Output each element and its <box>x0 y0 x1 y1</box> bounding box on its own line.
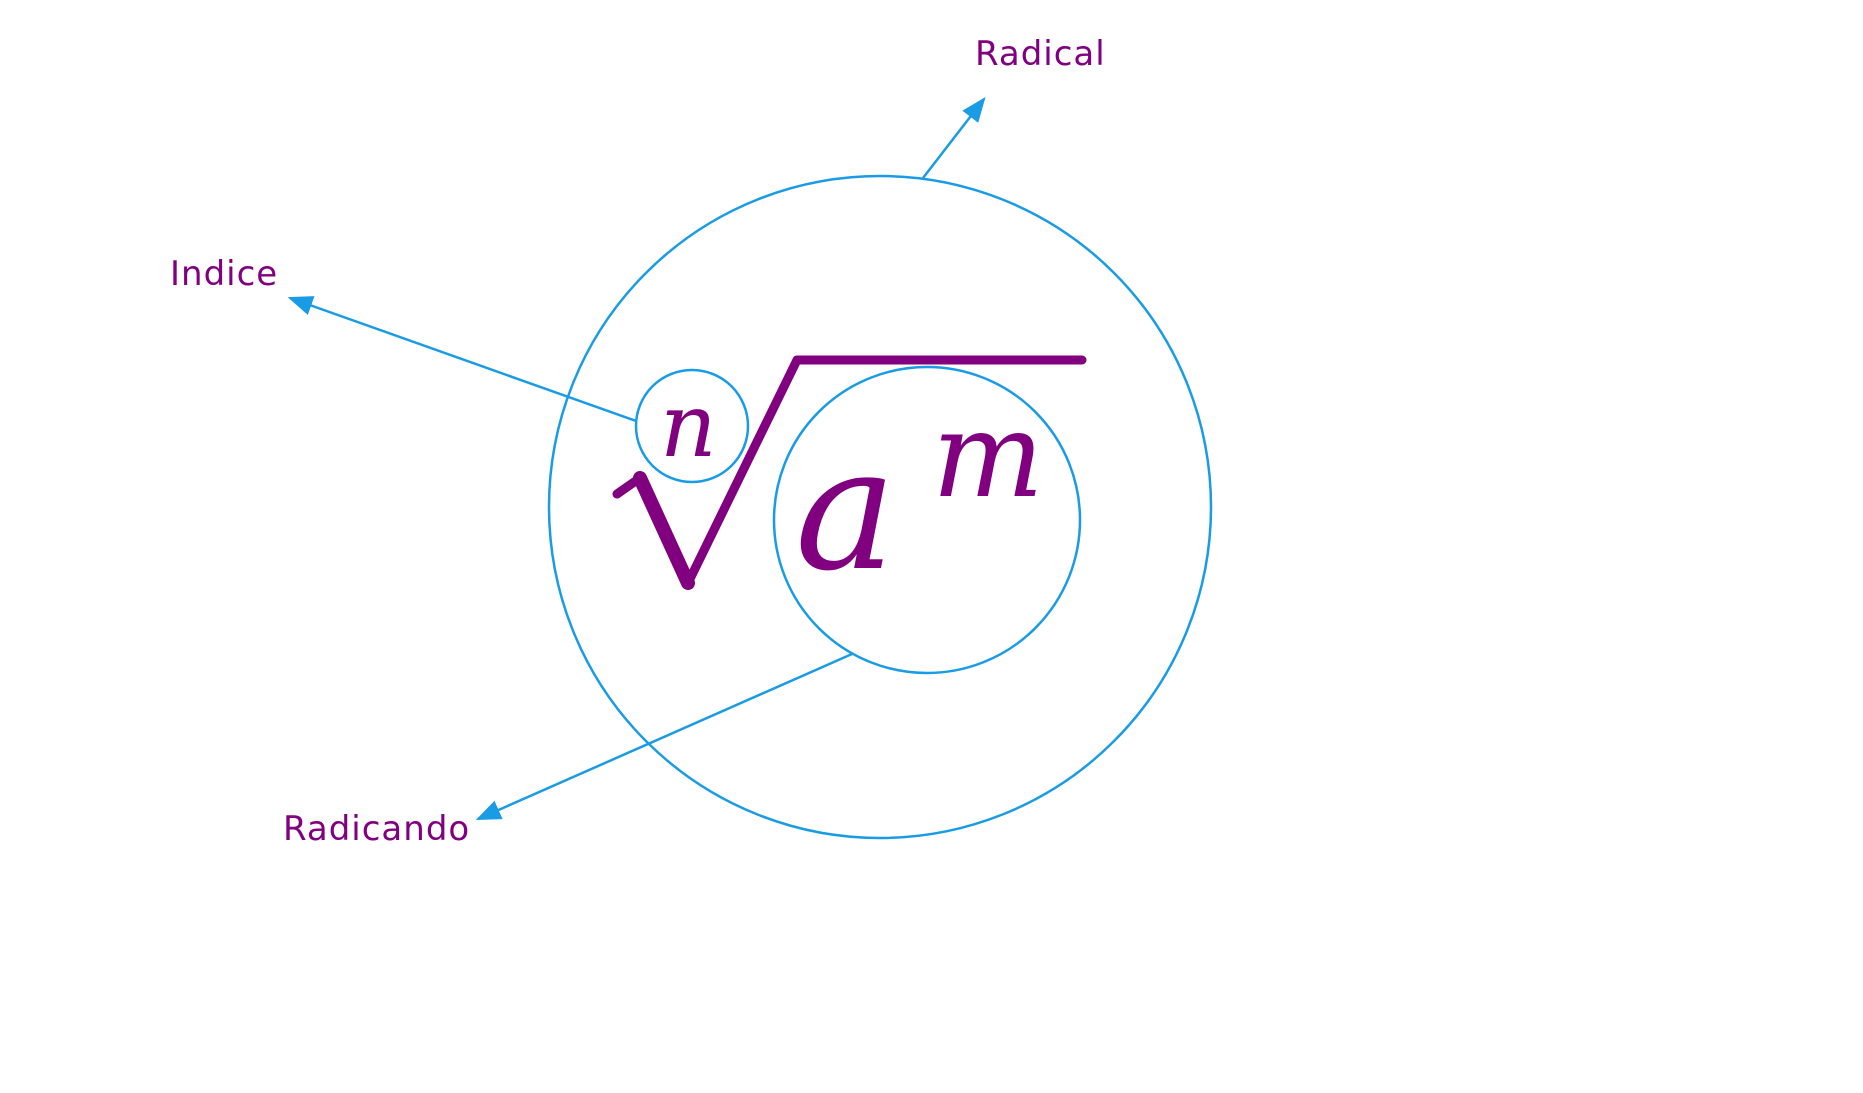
radical-label: Radical <box>975 34 1106 74</box>
radical-circle <box>547 174 1213 840</box>
exponent-symbol: m <box>932 386 1044 524</box>
indice-arrow <box>287 296 637 423</box>
radical-sign-left-stroke <box>633 471 695 590</box>
base-symbol: a <box>795 411 896 609</box>
indice-label: Indice <box>170 254 278 294</box>
radicando-arrow <box>475 652 853 821</box>
index-circle <box>634 368 750 484</box>
index-symbol: n <box>660 374 717 477</box>
radicand-circle <box>772 365 1082 675</box>
radicando-label: Radicando <box>283 809 470 849</box>
radical-arrow <box>922 97 986 179</box>
